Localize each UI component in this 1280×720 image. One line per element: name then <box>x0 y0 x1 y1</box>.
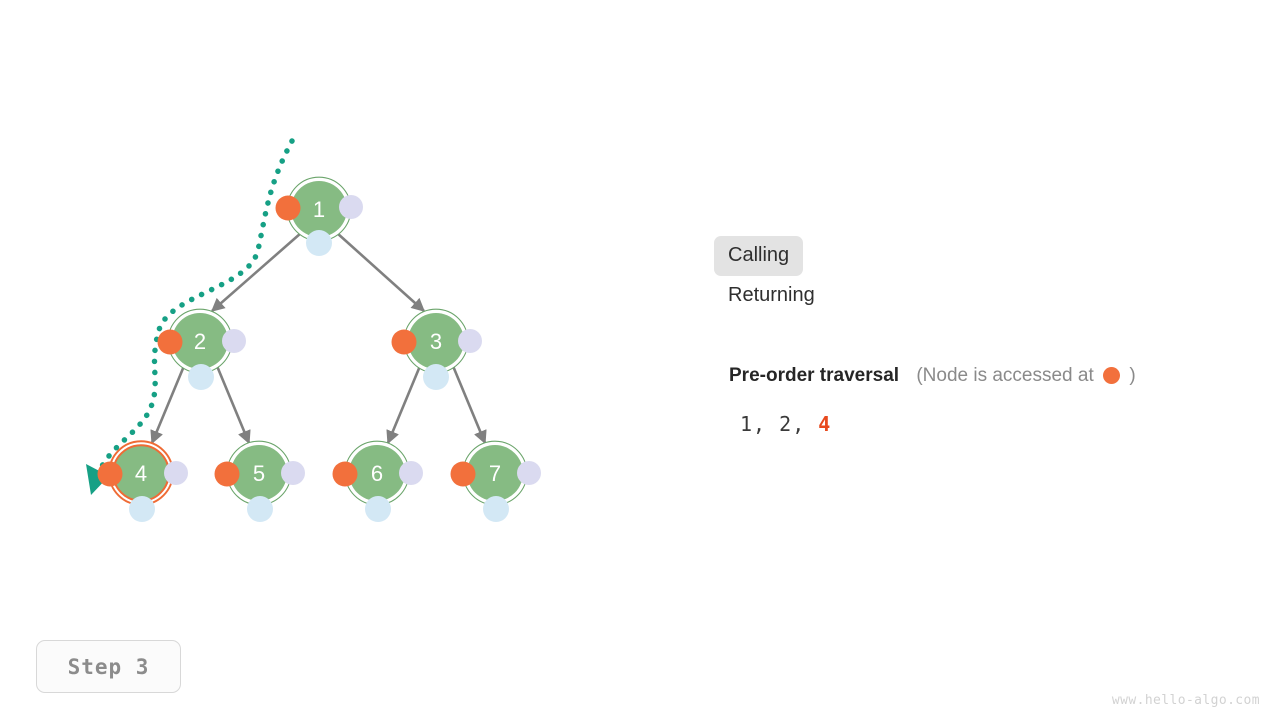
edge-1-2 <box>210 232 302 312</box>
tree-node-7[interactable]: 7 <box>450 440 542 523</box>
edge-2-4 <box>150 365 186 445</box>
node-right-dot-icon <box>517 461 541 485</box>
state-row-returning[interactable]: Returning <box>714 276 1254 316</box>
node-bottom-dot-icon <box>129 496 155 522</box>
node-right-dot-icon <box>458 329 482 353</box>
state-label-calling: Calling <box>714 236 804 276</box>
tree-node-2[interactable]: 2 <box>157 308 247 391</box>
node-bottom-dot-icon <box>483 496 509 522</box>
traversal-note-open: (Node is accessed at <box>916 365 1094 386</box>
traversal-note-close: ) <box>1129 365 1136 386</box>
edge-2-5 <box>215 365 251 445</box>
tree-node-6[interactable]: 6 <box>332 440 424 523</box>
watermark: www.hello-algo.com <box>1112 693 1260 708</box>
tree-node-1[interactable]: 1 <box>275 176 364 257</box>
node-access-dot-icon <box>332 461 358 487</box>
orange-dot-icon <box>1103 367 1121 384</box>
node-bottom-dot-icon <box>188 364 214 390</box>
node-body <box>408 313 464 369</box>
watermark-text: www.hello-algo.com <box>1111 693 1260 708</box>
node-right-dot-icon <box>399 461 423 485</box>
node-right-dot-icon <box>222 329 246 353</box>
node-bottom-dot-icon <box>306 230 332 256</box>
node-access-dot-icon <box>450 461 476 487</box>
tree-node-5[interactable]: 5 <box>214 440 306 523</box>
traversal-title: Pre-order traversal <box>729 365 900 386</box>
sequence-item: 1 <box>740 412 754 436</box>
recursion-arrowhead-icon <box>86 464 109 495</box>
node-right-dot-icon <box>281 461 305 485</box>
node-label: 5 <box>253 461 265 486</box>
edge-1-3 <box>336 232 426 312</box>
step-badge-label: Step 3 <box>67 654 150 679</box>
state-label-returning: Returning <box>728 284 815 306</box>
node-access-dot-icon <box>97 461 123 487</box>
tree-node-4[interactable]: 4 <box>97 440 189 523</box>
node-body <box>467 445 523 501</box>
node-bottom-dot-icon <box>423 364 449 390</box>
traversal-sequence: 1, 2, 4 <box>740 412 831 436</box>
node-label: 7 <box>489 461 501 486</box>
sequence-item-current: 4 <box>818 412 832 436</box>
node-label: 4 <box>135 461 147 486</box>
node-body <box>172 313 228 369</box>
state-legend-panel: Calling Returning <box>714 236 1254 316</box>
tree-edges <box>150 232 487 445</box>
node-access-dot-icon <box>391 329 417 355</box>
node-access-dot-icon <box>214 461 240 487</box>
node-body <box>291 181 347 237</box>
node-right-dot-icon <box>339 195 363 219</box>
node-label: 6 <box>371 461 383 486</box>
sequence-separator: , <box>753 412 767 436</box>
node-body <box>231 445 287 501</box>
node-access-dot-icon <box>157 329 183 355</box>
node-bottom-dot-icon <box>365 496 391 522</box>
state-row-calling[interactable]: Calling <box>714 236 1254 276</box>
node-body <box>349 445 405 501</box>
node-label: 2 <box>194 329 206 354</box>
edge-3-6 <box>386 365 422 445</box>
node-access-dot-icon <box>275 195 301 221</box>
sequence-separator: , <box>792 412 806 436</box>
edge-3-7 <box>451 365 487 445</box>
node-label: 3 <box>430 329 442 354</box>
node-right-dot-icon <box>164 461 188 485</box>
recursion-path <box>86 138 295 495</box>
tree-nodes: 1 2 3 4 <box>97 176 542 523</box>
node-label: 1 <box>313 197 325 222</box>
sequence-item: 2 <box>779 412 793 436</box>
tree-node-3[interactable]: 3 <box>391 308 483 391</box>
traversal-legend: Pre-order traversal (Node is accessed at… <box>729 366 1136 385</box>
recursion-path-line <box>97 138 295 473</box>
step-badge: Step 3 <box>36 640 181 693</box>
node-bottom-dot-icon <box>247 496 273 522</box>
